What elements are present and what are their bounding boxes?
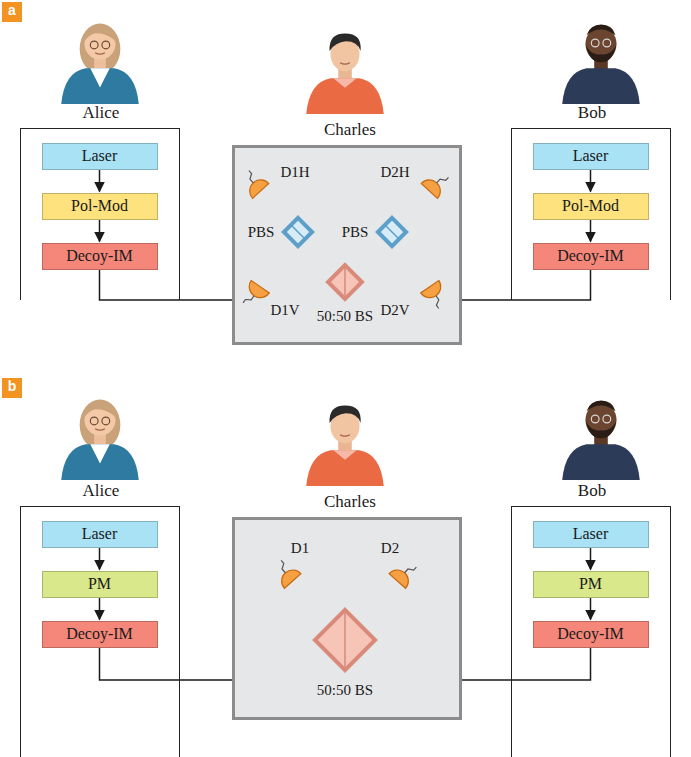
- module-label: Laser: [573, 147, 609, 165]
- component-label: 50:50 BS: [317, 682, 373, 699]
- party-box: BobLaserPol-ModDecoy-IM: [511, 128, 671, 300]
- det-shape: [382, 560, 419, 597]
- component-label: PBS: [248, 224, 275, 241]
- detector: D2: [387, 565, 413, 591]
- bob-avatar: [562, 25, 639, 104]
- alice-avatar: [61, 400, 138, 480]
- module-label: Pol-Mod: [71, 197, 128, 215]
- module-box: Laser: [533, 143, 649, 170]
- module-box: Decoy-IM: [42, 243, 158, 270]
- module-box: Laser: [42, 143, 158, 170]
- party-box: AliceLaserPol-ModDecoy-IM: [20, 128, 180, 300]
- component-label: D2: [381, 540, 399, 557]
- detector: D1: [277, 565, 303, 591]
- component-label: PBS: [342, 224, 369, 241]
- bs-shape: [313, 608, 377, 672]
- detector: D2H: [419, 175, 445, 201]
- party-name: Alice: [83, 103, 120, 123]
- module-box: Pol-Mod: [533, 193, 649, 220]
- bs-shape: [327, 264, 363, 300]
- det-shape: [414, 170, 451, 207]
- module-box: PM: [42, 571, 158, 598]
- module-label: Pol-Mod: [562, 197, 619, 215]
- beam-arrow: [590, 170, 592, 192]
- component-label: D1: [291, 540, 309, 557]
- module-label: Laser: [82, 525, 118, 543]
- module-label: Decoy-IM: [66, 625, 133, 643]
- party-name: Bob: [578, 103, 606, 123]
- detector: D2V: [419, 277, 445, 303]
- component-label: D2H: [380, 164, 409, 181]
- charles-avatar: [306, 406, 383, 486]
- det-shape: [414, 272, 450, 308]
- pbs-splitter: PBS: [377, 217, 407, 247]
- measurement-station: CharlesPBSPBSD1HD1VD2HD2V50:50 BS: [232, 145, 462, 345]
- component-label: D1H: [280, 164, 309, 181]
- charles-avatar: [306, 34, 383, 114]
- beam-splitter: 50:50 BS: [313, 608, 377, 672]
- party-box: AliceLaserPMDecoy-IM: [20, 506, 180, 757]
- module-box: Decoy-IM: [533, 243, 649, 270]
- bob-avatar: [562, 401, 639, 480]
- pbs-shape: [377, 217, 407, 247]
- module-label: PM: [88, 575, 111, 593]
- party-name: Charles: [324, 492, 376, 512]
- module-label: Laser: [573, 525, 609, 543]
- module-box: Laser: [42, 521, 158, 548]
- beam-arrow: [590, 220, 592, 242]
- module-label: Laser: [82, 147, 118, 165]
- beam-arrow: [99, 220, 101, 242]
- panel-label: b: [2, 378, 22, 398]
- measurement-station: CharlesD1D250:50 BS: [232, 517, 462, 720]
- beam-arrow: [99, 548, 101, 570]
- detector: D1V: [245, 277, 271, 303]
- det-shape: [240, 170, 277, 207]
- party-name: Bob: [578, 481, 606, 501]
- beam-arrow: [590, 598, 592, 620]
- beam-arrow: [99, 170, 101, 192]
- module-box: Decoy-IM: [42, 621, 158, 648]
- alice-avatar: [61, 24, 138, 104]
- party-name: Alice: [83, 481, 120, 501]
- module-label: Decoy-IM: [557, 247, 624, 265]
- module-label: PM: [579, 575, 602, 593]
- detector: D1H: [245, 175, 271, 201]
- beam-splitter: 50:50 BS: [327, 264, 363, 300]
- component-label: D2V: [380, 302, 409, 319]
- pbs-shape: [283, 217, 313, 247]
- beam-arrow: [590, 548, 592, 570]
- component-label: 50:50 BS: [317, 308, 373, 325]
- pbs-splitter: PBS: [283, 217, 313, 247]
- module-label: Decoy-IM: [66, 247, 133, 265]
- det-shape: [272, 560, 309, 597]
- party-name: Charles: [324, 120, 376, 140]
- module-box: Laser: [533, 521, 649, 548]
- beam-arrow: [99, 598, 101, 620]
- module-box: Pol-Mod: [42, 193, 158, 220]
- panel-label: a: [2, 2, 22, 22]
- component-label: D1V: [270, 302, 299, 319]
- module-box: PM: [533, 571, 649, 598]
- module-box: Decoy-IM: [533, 621, 649, 648]
- party-box: BobLaserPMDecoy-IM: [511, 506, 671, 757]
- module-label: Decoy-IM: [557, 625, 624, 643]
